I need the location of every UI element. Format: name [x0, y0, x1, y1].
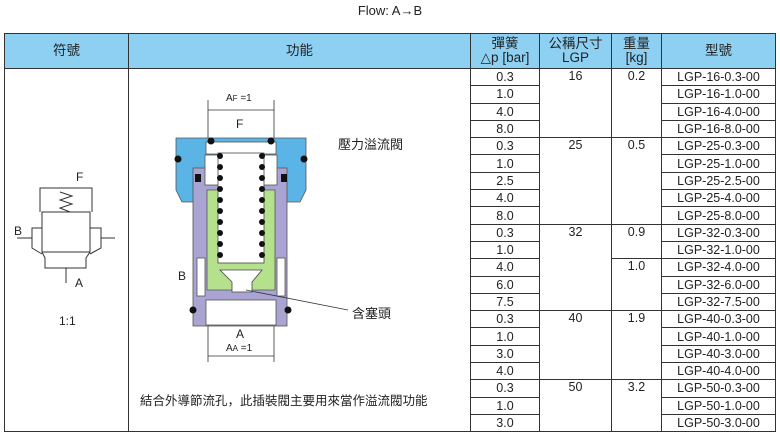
model-number: LGP-16-4.0-00 — [661, 102, 776, 121]
spring-pressure: 0.3 — [470, 310, 540, 329]
model-number: LGP-25-2.5-00 — [661, 171, 776, 191]
table-row: 7.5 LGP-32-7.5-00 — [5, 292, 776, 312]
model-number: LGP-40-4.0-00 — [661, 362, 776, 381]
spring-pressure: 8.0 — [470, 206, 540, 225]
model-number: LGP-40-3.0-00 — [661, 344, 776, 364]
symbol-ratio: 1:1 — [59, 314, 76, 328]
table-row: 1.0 LGP-50-1.0-00 — [5, 396, 776, 415]
model-number: LGP-32-7.5-00 — [661, 292, 776, 312]
function-note: 結合外導節流孔，此插裝閥主要用來當作溢流閥功能 — [140, 394, 428, 408]
nominal-size: 16 — [539, 67, 612, 139]
table-row: 1.0 LGP-25-1.0-00 — [5, 154, 776, 173]
spring-pressure: 1.0 — [470, 154, 540, 173]
model-number: LGP-25-1.0-00 — [661, 154, 776, 173]
table-row: 4.0 LGP-25-4.0-00 — [5, 189, 776, 208]
model-number: LGP-16-1.0-00 — [661, 85, 776, 104]
model-number: LGP-25-4.0-00 — [661, 189, 776, 208]
symbol-label-b: B — [14, 224, 23, 238]
nominal-size: 50 — [539, 379, 612, 432]
area-a-label: AA =1 — [226, 343, 253, 354]
valve-name: 壓力溢流閥 — [338, 137, 404, 152]
port-f-label: F — [236, 117, 244, 131]
header-function: 功能 — [128, 33, 471, 69]
spring-pressure: 3.0 — [470, 413, 540, 432]
spring-pressure: 7.5 — [470, 292, 540, 312]
model-number: LGP-40-0.3-00 — [661, 310, 776, 329]
table-row: 1.0 LGP-40-1.0-00 — [5, 327, 776, 346]
spring-pressure: 1.0 — [470, 327, 540, 346]
spring-pressure: 1.0 — [470, 396, 540, 415]
spring-pressure: 1.0 — [470, 85, 540, 104]
table-row: 8.0 LGP-16-8.0-00 — [5, 119, 776, 139]
symbol-label-a: A — [75, 276, 84, 290]
model-number: LGP-16-0.3-00 — [661, 67, 776, 87]
spring-pressure: 0.3 — [470, 137, 540, 156]
spring-pressure: 3.0 — [470, 344, 540, 364]
model-number: LGP-32-6.0-00 — [661, 275, 776, 294]
spring-pressure: 0.3 — [470, 379, 540, 398]
model-number: LGP-25-8.0-00 — [661, 206, 776, 225]
model-number: LGP-16-8.0-00 — [661, 119, 776, 139]
port-a-label: A — [236, 327, 245, 341]
model-number: LGP-50-3.0-00 — [661, 413, 776, 432]
function-cell — [128, 67, 471, 432]
model-number: LGP-32-4.0-00 — [661, 258, 776, 277]
symbol-label-f: F — [76, 170, 84, 184]
nominal-size: 32 — [539, 223, 612, 312]
header-spring: 彈簧△p [bar] — [470, 33, 540, 69]
weight: 1.9 — [611, 310, 662, 381]
weight: 1.0 — [611, 258, 662, 312]
table-row: 6.0 LGP-32-6.0-00 — [5, 275, 776, 294]
port-b-label: B — [178, 269, 187, 283]
area-f-label: AF =1 — [226, 93, 252, 104]
model-number: LGP-32-1.0-00 — [661, 240, 776, 260]
model-number: LGP-40-1.0-00 — [661, 327, 776, 346]
spring-pressure: 0.3 — [470, 223, 540, 242]
weight: 3.2 — [611, 379, 662, 432]
weight: 0.2 — [611, 67, 662, 139]
header-model: 型號 — [661, 33, 776, 69]
header-symbol: 符號 — [4, 33, 129, 69]
header-weight: 重量[kg] — [611, 33, 662, 69]
symbol-cell — [4, 67, 129, 432]
spring-pressure: 4.0 — [470, 258, 540, 277]
spring-pressure: 0.3 — [470, 67, 540, 87]
flow-title: Flow: A→B — [357, 3, 423, 18]
spring-pressure: 4.0 — [470, 362, 540, 381]
spring-pressure: 6.0 — [470, 275, 540, 294]
spring-pressure: 1.0 — [470, 240, 540, 260]
spring-pressure: 4.0 — [470, 189, 540, 208]
weight: 0.9 — [611, 223, 662, 260]
model-number: LGP-25-0.3-00 — [661, 137, 776, 156]
nominal-size: 40 — [539, 310, 612, 381]
table-row: 3.0 LGP-50-3.0-00 — [5, 413, 776, 432]
model-number: LGP-32-0.3-00 — [661, 223, 776, 242]
model-number: LGP-50-1.0-00 — [661, 396, 776, 415]
plug-label: 含塞頭 — [352, 306, 392, 321]
spring-pressure: 2.5 — [470, 171, 540, 191]
model-number: LGP-50-0.3-00 — [661, 379, 776, 398]
nominal-size: 25 — [539, 137, 612, 225]
spring-pressure: 8.0 — [470, 119, 540, 139]
weight: 0.5 — [611, 137, 662, 225]
spring-pressure: 4.0 — [470, 102, 540, 121]
